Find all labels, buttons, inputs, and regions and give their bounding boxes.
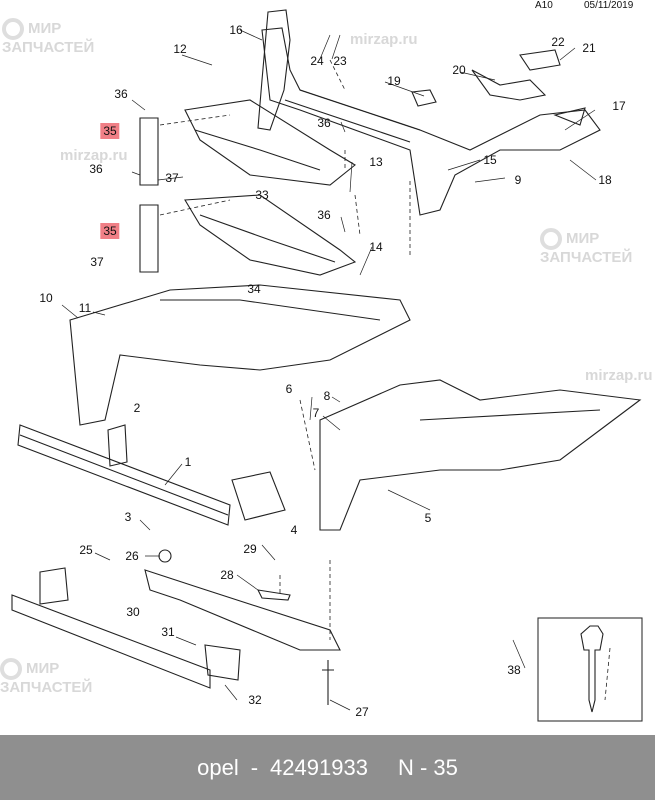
diagram-date: 05/11/2019 <box>584 0 634 11</box>
callout-14: 14 <box>369 240 383 254</box>
callout-31: 31 <box>161 625 175 639</box>
callout-27: 27 <box>355 705 369 719</box>
callout-16: 16 <box>229 23 243 37</box>
callout-24: 24 <box>310 54 324 68</box>
callout-36: 36 <box>89 162 103 176</box>
callout-36: 36 <box>114 87 128 101</box>
watermark-site: mirzap.ru <box>585 367 653 384</box>
callout-37: 37 <box>165 171 179 185</box>
callout-35-highlighted: 35 <box>100 223 120 239</box>
callout-35-highlighted: 35 <box>100 123 120 139</box>
callout-33: 33 <box>255 188 269 202</box>
part-number: 42491933 <box>270 754 368 780</box>
watermark-site: mirzap.ru <box>350 31 418 48</box>
callout-15: 15 <box>483 153 497 167</box>
callout-18: 18 <box>598 173 612 187</box>
separator: - <box>250 754 259 780</box>
callout-34: 34 <box>247 282 261 296</box>
callout-8: 8 <box>323 389 331 403</box>
callout-17: 17 <box>612 99 626 113</box>
diagram-code: A10 <box>535 0 553 11</box>
callout-37: 37 <box>90 255 104 269</box>
callout-26: 26 <box>125 549 139 563</box>
callout-20: 20 <box>452 63 466 77</box>
callout-4: 4 <box>290 523 298 537</box>
callout-6: 6 <box>285 382 293 396</box>
callout-22: 22 <box>551 35 565 49</box>
brand-name: opel <box>197 754 239 780</box>
callout-32: 32 <box>248 693 262 707</box>
callout-11: 11 <box>78 301 92 315</box>
part-info-footer: opel - 42491933 N - 35 <box>0 735 655 800</box>
callout-5: 5 <box>424 511 432 525</box>
callout-2: 2 <box>133 401 141 415</box>
callout-19: 19 <box>387 74 401 88</box>
callout-13: 13 <box>369 155 383 169</box>
callout-12: 12 <box>173 42 187 56</box>
callout-23: 23 <box>333 54 347 68</box>
item-reference: N - 35 <box>397 754 458 780</box>
callout-30: 30 <box>126 605 140 619</box>
watermark-site: mirzap.ru <box>60 147 128 164</box>
callout-29: 29 <box>243 542 257 556</box>
callout-3: 3 <box>124 510 132 524</box>
callout-9: 9 <box>514 173 522 187</box>
diagram-drawing <box>11 9 643 722</box>
callout-10: 10 <box>39 291 53 305</box>
callout-7: 7 <box>312 406 320 420</box>
callout-36: 36 <box>317 208 331 222</box>
callout-21: 21 <box>582 41 596 55</box>
callout-1: 1 <box>184 455 192 469</box>
callout-25: 25 <box>79 543 93 557</box>
callout-36: 36 <box>317 116 331 130</box>
callout-28: 28 <box>220 568 234 582</box>
callout-38: 38 <box>507 663 521 677</box>
